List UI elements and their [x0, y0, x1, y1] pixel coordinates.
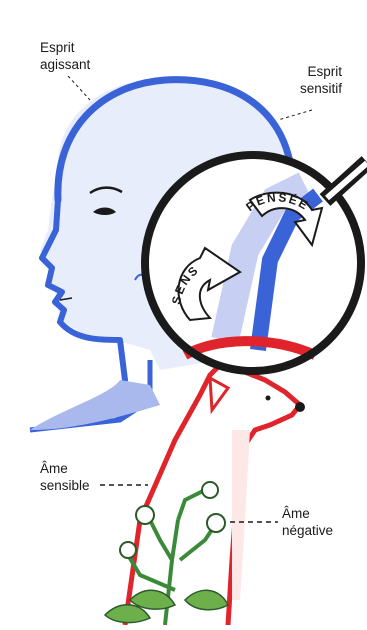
label-esprit-sensitif: Esprit sensitif [300, 63, 342, 97]
flower-4 [120, 542, 136, 558]
label-esprit-agissant: Esprit agissant [40, 39, 90, 73]
dog-back-shade [232, 430, 250, 600]
label-ame-sensible: Âme sensible [40, 460, 90, 494]
leader-esprit-sensitif [278, 110, 312, 120]
magnifier [145, 155, 367, 371]
dog-nose [295, 402, 305, 412]
flower-1 [136, 506, 154, 524]
flower-2 [202, 482, 218, 498]
label-ame-negative: Âme négative [282, 505, 333, 539]
plant [105, 482, 228, 625]
leaf-2 [185, 590, 228, 609]
flower-3 [207, 514, 225, 532]
leader-esprit-agissant [68, 76, 90, 100]
dog-ear [210, 378, 228, 410]
handle-inner [327, 163, 367, 198]
dog-eye [266, 396, 271, 401]
